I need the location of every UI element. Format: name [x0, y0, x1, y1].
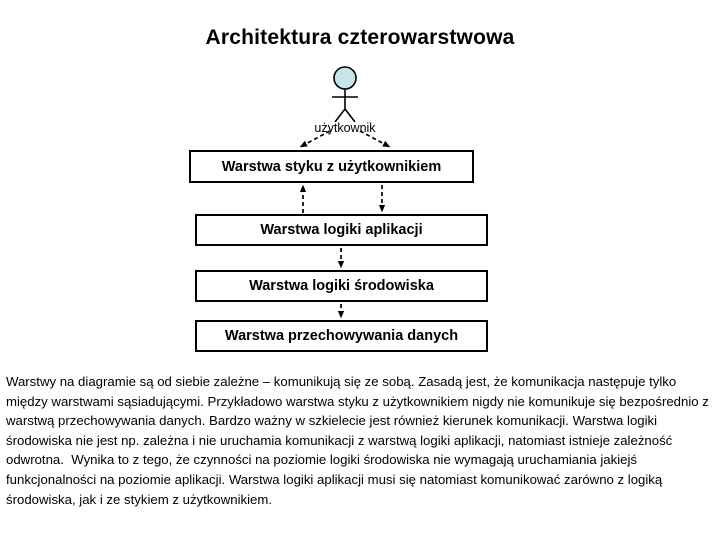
- layer-box-data-storage[interactable]: Warstwa przechowywania danych: [195, 320, 488, 352]
- page-title: Architektura czterowarstwowa: [205, 26, 515, 49]
- layer-box-ui[interactable]: Warstwa styku z użytkownikiem: [189, 150, 474, 183]
- actor-label: użytkownik: [314, 121, 376, 135]
- layer-box-app-logic[interactable]: Warstwa logiki aplikacji: [195, 214, 488, 246]
- description-paragraph: Warstwy na diagramie są od siebie zależn…: [6, 374, 713, 507]
- layer-box-env-logic[interactable]: Warstwa logiki środowiska: [195, 270, 488, 302]
- actor-stick-figure-icon: [322, 66, 368, 122]
